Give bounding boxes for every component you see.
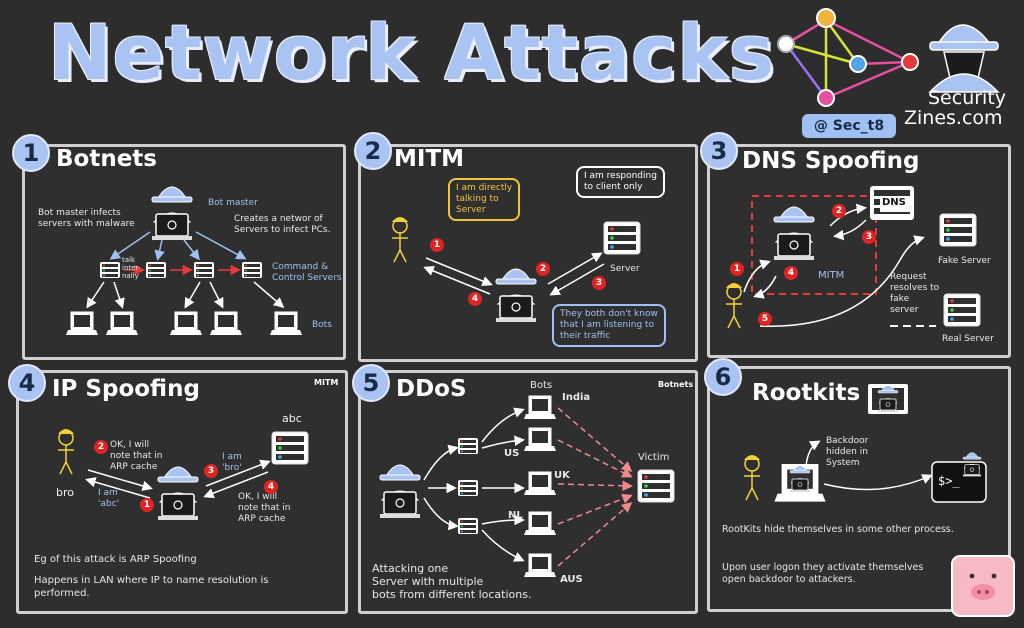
brand-name: Security Zines.com [904, 88, 1006, 128]
server-label: Server [610, 264, 640, 274]
ip-spoofing-note-1: Eg of this attack is ARP Spoofing [34, 554, 197, 565]
step-number: 4 [784, 266, 798, 280]
panel-title-mitm: MITM [394, 146, 465, 172]
country-label: UK [554, 470, 570, 481]
bots-label: Bots [312, 320, 332, 330]
panel-title-rootkits: Rootkits [752, 380, 861, 406]
arp-reply-left: OK, I will note that in ARP cache [110, 440, 163, 472]
country-label: US [504, 448, 520, 459]
panel-title-ddos: DDoS [396, 376, 467, 402]
panel-number-badge: 4 [8, 364, 46, 402]
talk-internally-label: talk inter- nally [122, 256, 141, 280]
server-thought-bubble: I am responding to client only [576, 166, 665, 198]
i-am-bro-label: I am 'bro' [222, 452, 242, 473]
country-label: India [562, 392, 591, 403]
panel-title-dns-spoofing: DNS Spoofing [742, 148, 920, 174]
country-label: AUS [560, 574, 583, 585]
step-number: 3 [204, 464, 218, 478]
step-number: 2 [832, 204, 846, 218]
attacker-thought-bubble: They both don't know that I am listening… [552, 304, 666, 347]
bro-label: bro [56, 486, 74, 499]
panel-botnets [22, 144, 346, 360]
terminal-prompt: $>_ [938, 474, 960, 488]
panel-number-badge: 1 [12, 134, 50, 172]
victim-label: Victim [638, 452, 670, 463]
fake-server-label: Fake Server [938, 256, 991, 266]
ddos-note: Attacking one Server with multiple bots … [372, 562, 532, 601]
panel-title-ip-spoofing: IP Spoofing [52, 376, 200, 402]
bot-master-label: Bot master [208, 198, 258, 208]
country-label: NL [508, 510, 523, 521]
request-resolves-label: Request resolves to fake server [890, 272, 940, 315]
panel-title-botnets: Botnets [56, 146, 157, 172]
panel-dns-spoofing [707, 144, 1011, 358]
bots-label: Bots [530, 380, 553, 391]
step-number: 1 [140, 498, 154, 512]
step-number: 1 [430, 238, 444, 252]
i-am-abc-label: I am 'abc' [98, 488, 120, 509]
victim-thought-bubble: I am directly talking to Server [448, 178, 521, 221]
step-number: 4 [264, 480, 278, 494]
abc-label: abc [282, 412, 302, 425]
step-number: 5 [758, 312, 772, 326]
step-number: 3 [862, 230, 876, 244]
panel-number-badge: 3 [700, 132, 738, 170]
step-number: 4 [468, 292, 482, 306]
botnets-note-network: Creates a networ of Servers to infect PC… [234, 214, 331, 235]
dns-label: DNS [882, 197, 906, 208]
brand-line2: Zines.com [904, 107, 1003, 129]
backdoor-label: Backdoor hidden in System [826, 436, 869, 468]
panel-mitm [358, 144, 698, 362]
brand-line1: Security [928, 87, 1007, 109]
social-handle: @ Sec_t8 [802, 114, 896, 138]
mitm-label: MITM [818, 270, 845, 281]
real-server-label: Real Server [942, 334, 994, 344]
botnets-note-infects: Bot master infects servers with malware [38, 208, 135, 229]
panel-number-badge: 5 [352, 364, 390, 402]
cc-servers-label: Command & Control Servers [272, 262, 342, 283]
ip-spoofing-note-2: Happens in LAN where IP to name resoluti… [34, 575, 269, 599]
panel-number-badge: 6 [704, 358, 742, 396]
arp-reply-right: OK, I will note that in ARP cache [238, 492, 291, 524]
panel-number-badge: 2 [354, 132, 392, 170]
step-number: 3 [592, 276, 606, 290]
mitm-corner-label: MITM [314, 378, 339, 387]
rootkits-note-1: RootKits hide themselves in some other p… [722, 524, 954, 535]
rootkits-note-2: Upon user logon they activate themselves… [722, 562, 924, 585]
step-number: 2 [536, 262, 550, 276]
botnets-corner-label: Botnets [658, 380, 694, 389]
step-number: 1 [730, 262, 744, 276]
page-title: Network Attacks [48, 8, 775, 97]
step-number: 2 [94, 440, 108, 454]
